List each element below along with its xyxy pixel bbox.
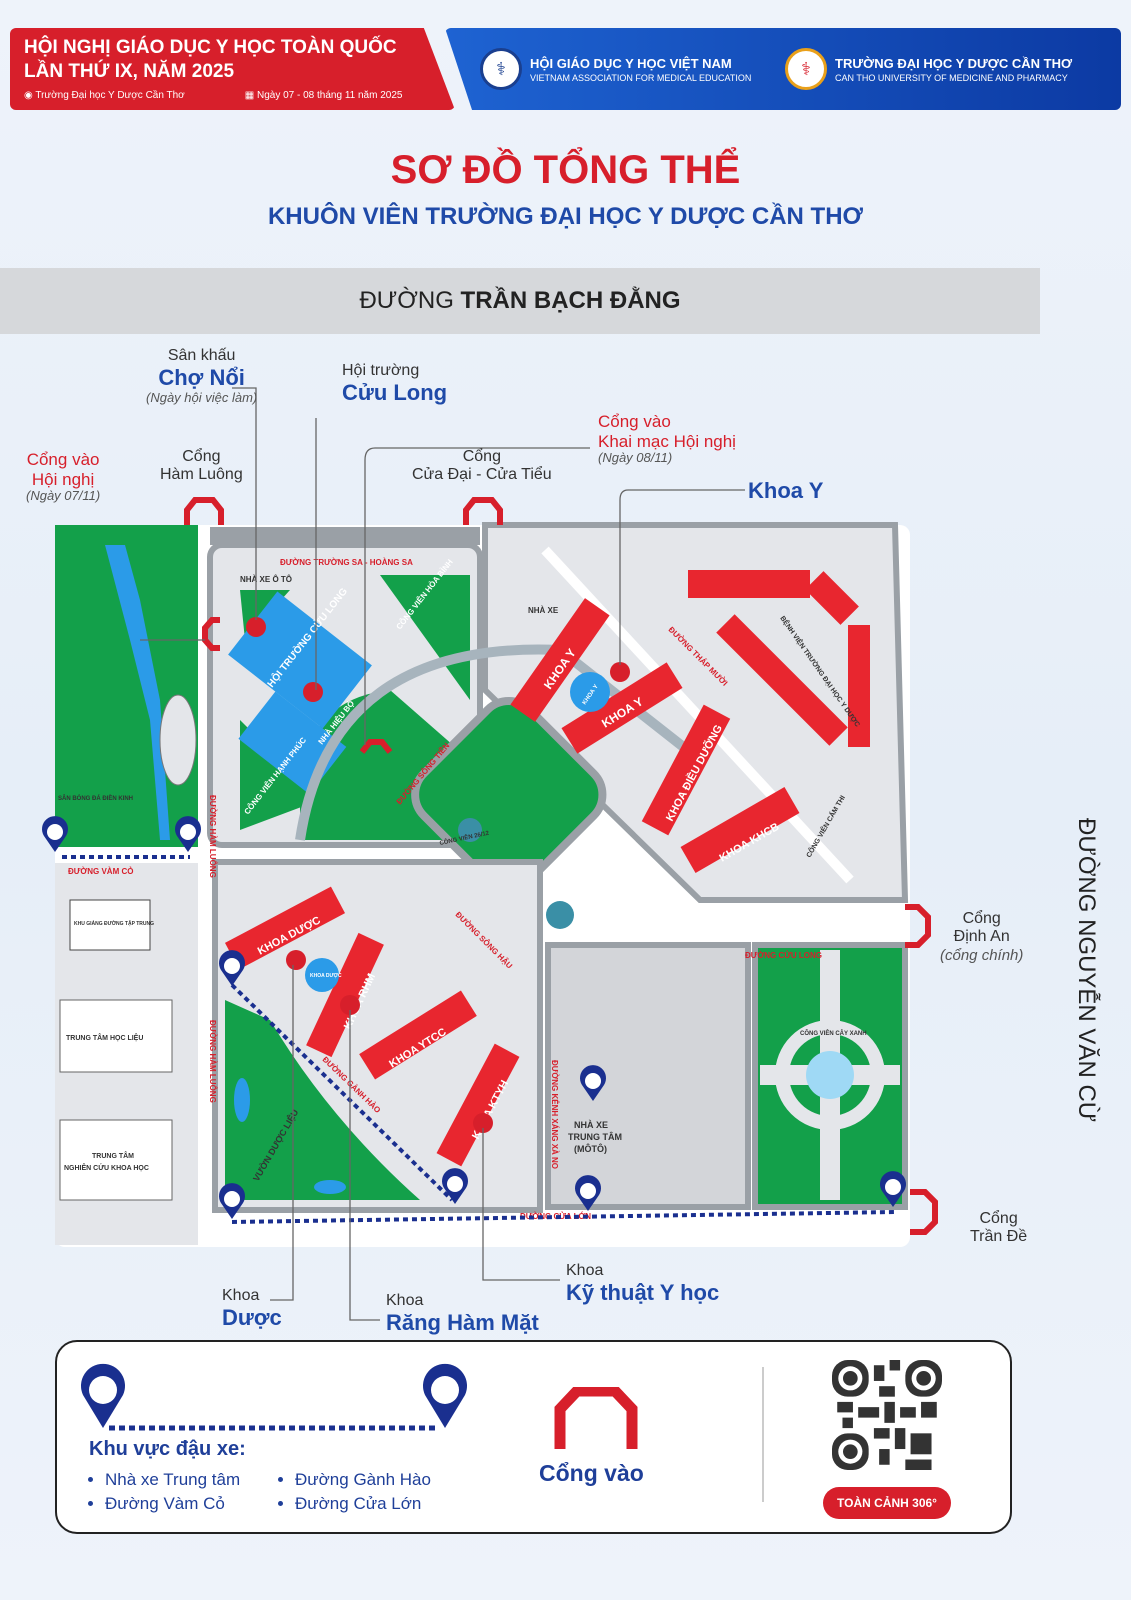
label-cua-lon: ĐƯỜNG CỬA LỚN <box>520 1212 591 1221</box>
khoa-dieu-duong-building <box>641 704 731 836</box>
khoa-ktyh-building <box>436 1043 520 1167</box>
label-khu-giang-duong: KHU GIẢNG ĐƯỜNG TẬP TRUNG <box>74 919 154 927</box>
khoa-duoc-circle <box>305 958 339 992</box>
parking-title: Khu vực đậu xe: <box>89 1438 246 1460</box>
park-2612 <box>411 697 607 893</box>
callout-khoa-y: Khoa Y <box>748 478 824 503</box>
benh-vien-building-3 <box>848 625 870 747</box>
gate-dinh-an <box>905 904 931 948</box>
gates <box>184 497 938 1235</box>
ctump-logo-icon: ⚕ <box>785 48 827 90</box>
label-tt-hoc-lieu: TRUNG TÂM HỌC LIỆU <box>66 1033 143 1042</box>
label-nha-xe-tt-2: TRUNG TÂM <box>568 1131 622 1142</box>
label-nha-xe: NHÀ XE <box>528 606 559 615</box>
label-vam-co: ĐƯỜNG VÀM CỎ <box>68 867 133 876</box>
khoa-ytcc-building <box>359 990 477 1080</box>
parking-item: Đường Cửa Lớn <box>295 1494 485 1514</box>
khoa-y-building-2 <box>561 662 683 754</box>
legend-divider <box>762 1367 764 1502</box>
vame-logo-icon: ⚕ <box>480 48 522 90</box>
park-hoa-binh <box>380 575 470 700</box>
khu-giang-duong-building <box>69 899 151 951</box>
event-title-line1: HỘI NGHỊ GIÁO DỤC Y HỌC TOÀN QUỐC <box>24 37 397 58</box>
gate-cua-dai <box>463 497 503 525</box>
block-nha-xe <box>545 942 751 1210</box>
label-truong-sa: ĐƯỜNG TRƯỜNG SA - HOÀNG SA <box>280 558 413 567</box>
khoa-rhm-building <box>306 932 384 1058</box>
label-khoa-duoc-circle: KHOA DƯỢC <box>310 973 342 979</box>
panorama-button[interactable]: TOÀN CẢNH 306° <box>823 1487 951 1519</box>
river <box>105 545 170 840</box>
inner-ring-road <box>295 644 704 841</box>
khoa-duoc-building <box>224 886 346 970</box>
label-tt-nckh-1: TRUNG TÂM <box>92 1151 134 1160</box>
callout-lines <box>140 387 745 1321</box>
gate-left <box>202 617 220 651</box>
parking-item: Đường Gành Hào <box>295 1470 485 1490</box>
label-nha-xe-oto: NHÀ XE Ô TÔ <box>240 575 292 584</box>
label-nha-xe-tt-1: NHÀ XE <box>574 1120 608 1130</box>
buildings <box>224 570 870 1167</box>
gate-tran-de <box>910 1189 938 1235</box>
stadium <box>159 694 197 786</box>
gate-ham-luong <box>184 497 224 525</box>
parking-pins <box>42 816 906 1219</box>
location-pins <box>246 617 630 1133</box>
benh-vien-building-1 <box>688 570 810 598</box>
page-subtitle: KHUÔN VIÊN TRƯỜNG ĐẠI HỌC Y DƯỢC CẦN THƠ <box>267 203 864 230</box>
khoa-khcb-building <box>680 787 800 873</box>
parking-legend-icon <box>81 1363 467 1431</box>
label-ham-luong-2: ĐƯỜNG HÀM LUÔNG <box>208 1020 217 1103</box>
road-thap-muoi <box>541 546 854 884</box>
label-san-bong: SÂN BÓNG ĐÁ ĐIỀN KINH <box>58 794 133 802</box>
label-cuu-long-road: ĐƯỜNG CỬU LONG <box>745 951 822 960</box>
benh-vien-building-2 <box>716 614 848 746</box>
parking-item: Nhà xe Trung tâm <box>105 1470 295 1490</box>
legend-panel: Khu vực đậu xe: Nhà xe Trung tâm Đường G… <box>55 1340 1012 1534</box>
location-text: ◉ Trường Đại học Y Dược Cần Thơ <box>24 90 185 101</box>
label-kenh-xang: ĐƯỜNG KÊNH XÁNG XÀ NO <box>550 1060 559 1169</box>
gate-cuu-long <box>359 739 393 754</box>
road-tran-bach-dang: ĐƯỜNG TRẦN BẠCH ĐẰNG <box>0 268 1040 334</box>
gate-legend-icon <box>554 1387 638 1449</box>
label-cv-cay-xanh: CÔNG VIÊN CÂY XANH <box>800 1029 867 1037</box>
khoa-y-building-1 <box>510 598 610 722</box>
label-ham-luong-1: ĐƯỜNG HÀM LUÔNG <box>208 795 217 878</box>
tt-hoc-lieu-building <box>59 999 173 1073</box>
road-truong-sa <box>210 527 480 545</box>
vuon-duoc-lieu <box>225 1000 420 1200</box>
parking-item: Đường Vàm Cỏ <box>105 1494 295 1514</box>
label-nha-xe-tt-3: (MÔTÔ) <box>574 1143 607 1154</box>
tt-nckh-building <box>59 1119 173 1201</box>
event-title-line2: LẦN THỨ IX, NĂM 2025 <box>24 61 235 82</box>
parking-list: Nhà xe Trung tâm Đường Gành Hào Đường Và… <box>105 1470 485 1514</box>
event-banner: HỘI NGHỊ GIÁO DỤC Y HỌC TOÀN QUỐC LẦN TH… <box>10 28 455 110</box>
page-title: SƠ ĐỒ TỔNG THỂ <box>390 148 741 192</box>
gate-legend-label: Cổng vào <box>539 1460 644 1486</box>
parking-cua-lon <box>231 1210 896 1224</box>
date-text: ▦ Ngày 07 - 08 tháng 11 năm 2025 <box>244 90 403 101</box>
road-nguyen-van-cu: ĐƯỜNG NGUYỄN VĂN CỪ <box>1073 817 1100 1123</box>
panorama-qr-code[interactable] <box>832 1360 942 1470</box>
khoa-y-circle <box>570 672 610 712</box>
label-tt-nckh-2: NGHIÊN CỨU KHOA HỌC <box>64 1163 149 1172</box>
parking-ganh-hao <box>230 983 454 1202</box>
